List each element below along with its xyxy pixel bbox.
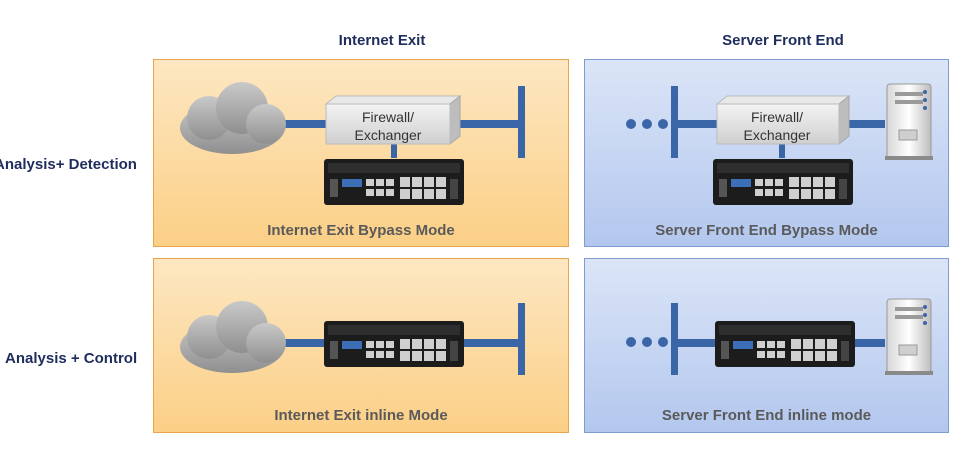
row-label-control: Analysis + Control — [5, 350, 138, 367]
panel-internet-exit-inline: Internet Exit inline Mode — [153, 258, 569, 433]
link-line — [675, 339, 717, 347]
link-line — [855, 339, 885, 347]
panel-title: Server Front End Bypass Mode — [655, 222, 878, 239]
diagram-internet-exit-inline — [180, 301, 525, 375]
cloud-icon — [180, 82, 286, 154]
server-icon — [885, 83, 933, 160]
switch-bar — [518, 86, 525, 158]
ellipsis-icon — [626, 119, 668, 129]
link-line — [779, 140, 785, 158]
panel-internet-exit-bypass: Firewall/ Exchanger Internet Exit Bypass… — [153, 59, 569, 247]
column-header-server-front-end: Server Front End — [722, 32, 844, 49]
network-appliance-icon — [713, 159, 853, 205]
server-icon — [885, 298, 933, 375]
link-line — [282, 339, 326, 347]
diagram-server-front-end-inline — [626, 298, 933, 375]
ellipsis-icon — [626, 337, 668, 347]
network-appliance-icon — [715, 321, 855, 367]
network-appliance-icon — [324, 321, 464, 367]
firewall-box — [715, 94, 851, 146]
link-line — [282, 120, 326, 128]
switch-bar — [518, 303, 525, 375]
link-line — [391, 140, 397, 158]
firewall-label: Firewall/ Exchanger — [743, 109, 811, 143]
panel-title: Server Front End inline mode — [661, 407, 872, 424]
link-line — [464, 339, 520, 347]
link-line — [459, 120, 521, 128]
column-header-internet-exit: Internet Exit — [338, 32, 426, 49]
diagram-server-front-end-bypass — [626, 83, 933, 205]
switch-bar — [671, 86, 678, 158]
row-label-detection: Analysis+ Detection — [0, 156, 137, 173]
panel-server-front-end-inline: Server Front End inline mode — [584, 258, 949, 433]
firewall-label: Firewall/ Exchanger — [354, 109, 422, 143]
diagram-internet-exit-bypass — [180, 82, 525, 205]
switch-bar — [671, 303, 678, 375]
network-appliance-icon — [324, 159, 464, 205]
link-line — [675, 120, 717, 128]
panel-title: Internet Exit Bypass Mode — [267, 222, 455, 239]
firewall-box — [324, 94, 462, 146]
link-line — [849, 120, 885, 128]
panel-server-front-end-bypass: Firewall/ Exchanger Server Front End Byp… — [584, 59, 949, 247]
cloud-icon — [180, 301, 286, 373]
panel-title: Internet Exit inline Mode — [274, 407, 448, 424]
